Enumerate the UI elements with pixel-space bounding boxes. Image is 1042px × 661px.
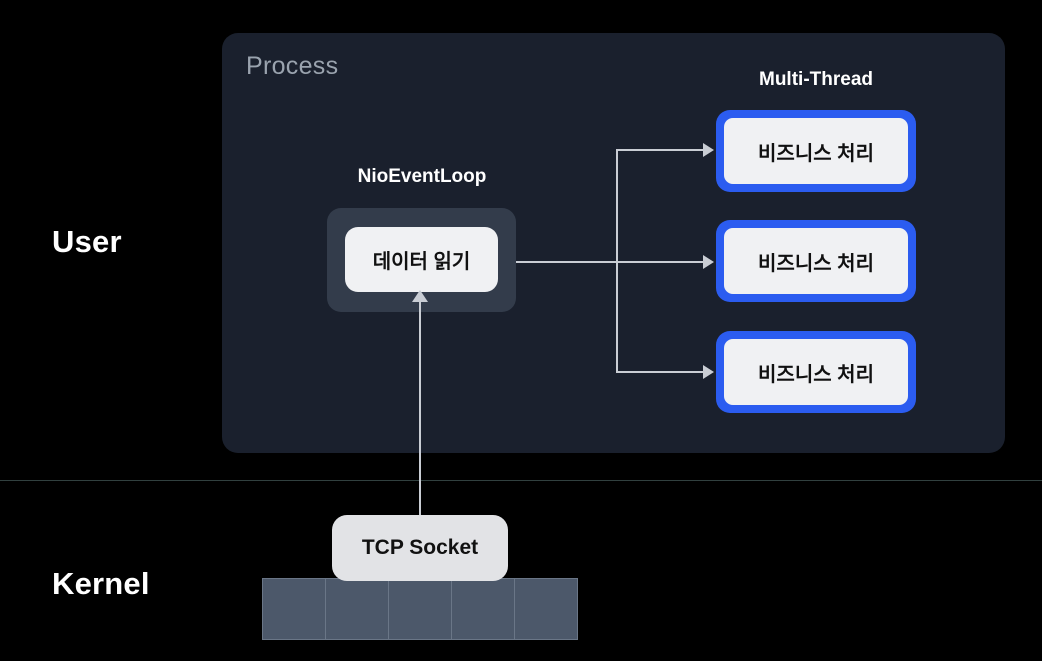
edge-spine-to-thread-1	[616, 149, 704, 151]
tcp-socket-node: TCP Socket	[332, 515, 508, 581]
business-thread-box-2: 비즈니스 처리	[716, 220, 916, 302]
edge-spine-to-thread-3	[616, 371, 704, 373]
kernel-buffer-row	[262, 578, 578, 640]
kernel-buffer-cell	[262, 578, 326, 640]
user-kernel-divider	[0, 480, 1042, 481]
business-thread-label-3: 비즈니스 처리	[758, 363, 874, 386]
edge-socket-to-loop	[419, 300, 421, 520]
business-thread-box-3: 비즈니스 처리	[716, 331, 916, 413]
kernel-buffer-cell	[325, 578, 389, 640]
kernel-buffer-cell	[388, 578, 452, 640]
process-panel-title: Process	[246, 52, 339, 80]
arrowhead-loop-icon	[412, 290, 428, 302]
business-thread-label-2: 비즈니스 처리	[758, 252, 874, 275]
nioeventloop-caption: NioEventLoop	[357, 166, 487, 187]
business-thread-label-1: 비즈니스 처리	[758, 142, 874, 165]
edge-loop-to-spine	[516, 261, 617, 263]
kernel-buffer-cell	[451, 578, 515, 640]
business-thread-inner-2: 비즈니스 처리	[724, 228, 908, 294]
tcp-socket-label: TCP Socket	[361, 536, 479, 559]
data-read-label: 데이터 읽기	[372, 251, 471, 273]
business-thread-box-1: 비즈니스 처리	[716, 110, 916, 192]
user-space-label: User	[52, 224, 122, 259]
data-read-node: 데이터 읽기	[345, 227, 498, 292]
multi-thread-caption: Multi-Thread	[759, 69, 873, 90]
kernel-buffer-cell	[514, 578, 578, 640]
edge-spine-to-thread-2	[616, 261, 704, 263]
arrowhead-thread-1-icon	[703, 143, 714, 157]
arrowhead-thread-2-icon	[703, 255, 714, 269]
arrowhead-thread-3-icon	[703, 365, 714, 379]
business-thread-inner-3: 비즈니스 처리	[724, 339, 908, 405]
kernel-space-label: Kernel	[52, 566, 150, 601]
business-thread-inner-1: 비즈니스 처리	[724, 118, 908, 184]
